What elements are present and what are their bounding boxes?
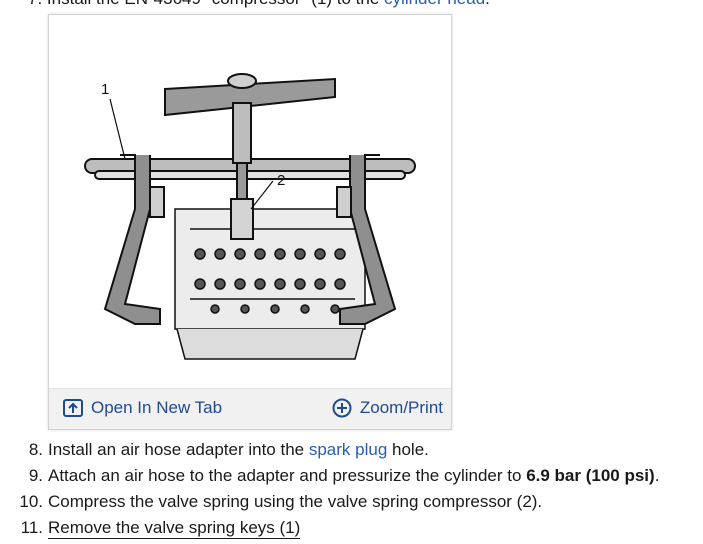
step-10: 10. Compress the valve spring using the … bbox=[0, 492, 703, 518]
t-handle-assembly bbox=[164, 73, 336, 240]
step-8: 8. Install an air hose adapter into the … bbox=[0, 440, 703, 466]
step-number: 8. bbox=[28, 440, 43, 459]
step-text-part: hole. bbox=[387, 440, 429, 459]
step-text-end: . bbox=[485, 0, 490, 8]
zoom-print-button[interactable]: Zoom/Print bbox=[332, 398, 443, 418]
open-in-new-tab-button[interactable]: Open In New Tab bbox=[63, 398, 222, 418]
zoom-plus-icon bbox=[332, 398, 352, 418]
compressor-frame bbox=[84, 154, 416, 325]
spark-plug-link[interactable]: spark plug bbox=[308, 440, 388, 459]
callout-2-label: 2 bbox=[277, 172, 285, 189]
step-text: Attach an air hose to the adapter and pr… bbox=[48, 466, 659, 486]
step-text: Remove the valve spring keys (1) bbox=[48, 518, 301, 539]
procedure-steps: 8. Install an air hose adapter into the … bbox=[0, 440, 703, 544]
step-text: Install the EN-43649 "compressor" (1) to… bbox=[47, 0, 384, 8]
step-text-part: Attach an air hose to the adapter and pr… bbox=[48, 466, 527, 485]
cylinder-head-drawing bbox=[174, 208, 366, 360]
figure-control-bar: Open In New Tab Zoom/Print bbox=[49, 388, 451, 429]
step-text-part: . bbox=[654, 466, 660, 485]
step-number: 9. bbox=[28, 466, 43, 485]
callout-leaders bbox=[109, 98, 274, 210]
step-9: 9. Attach an air hose to the adapter and… bbox=[0, 466, 703, 492]
open-new-tab-icon bbox=[63, 399, 83, 417]
step-text: Install an air hose adapter into the spa… bbox=[48, 440, 429, 460]
pressure-value: 6.9 bar (100 psi) bbox=[526, 466, 655, 485]
open-in-new-tab-label: Open In New Tab bbox=[91, 398, 223, 417]
step-number: 11. bbox=[20, 518, 43, 537]
step-text-part: Install an air hose adapter into the bbox=[48, 440, 309, 459]
previous-step-line: 7. Install the EN-43649 "compressor" (1)… bbox=[28, 0, 490, 9]
valve-spring-compressor-illustration: 1 2 bbox=[84, 73, 416, 360]
step-11: 11. Remove the valve spring keys (1) bbox=[0, 518, 703, 544]
callout-1-label: 1 bbox=[101, 81, 109, 98]
figure-container: 1 2 Open In New Tab Zoom/Print bbox=[48, 14, 452, 430]
zoom-print-label: Zoom/Print bbox=[359, 398, 443, 417]
step-number: 7. bbox=[28, 0, 42, 8]
step-number: 10. bbox=[19, 492, 43, 511]
step-text: Compress the valve spring using the valv… bbox=[48, 492, 543, 511]
